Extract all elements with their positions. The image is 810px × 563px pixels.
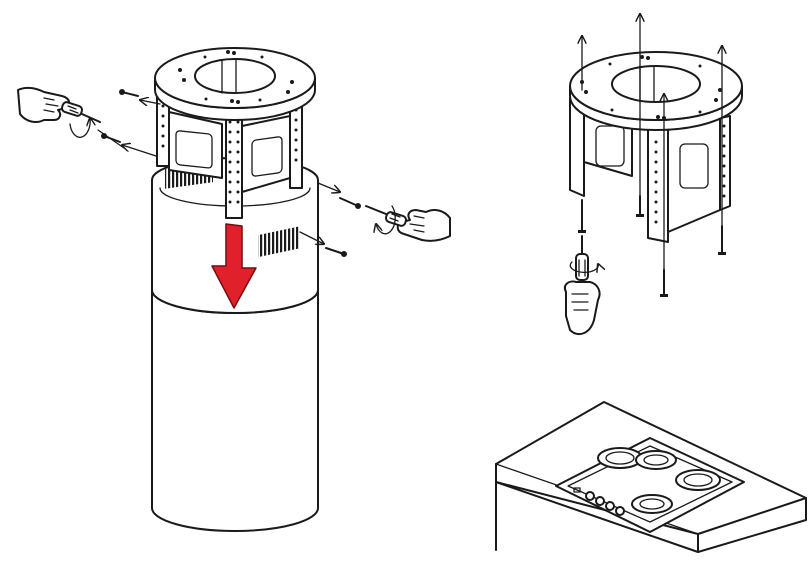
- screw-icon: [718, 225, 726, 255]
- screw-icon: [660, 269, 668, 297]
- arrow-left-top: [140, 100, 161, 104]
- screw-left-top: [119, 89, 139, 97]
- hand-with-screwdriver-icon: [564, 235, 601, 336]
- cooktop: [555, 437, 745, 533]
- screw-right-top: [339, 197, 361, 209]
- chimney-assembly: [17, 47, 451, 532]
- hand-with-screwdriver-icon: [17, 86, 101, 123]
- rotate-arrow-icon: [376, 205, 396, 235]
- hand-with-screwdriver-icon: [365, 205, 451, 242]
- rotate-arrow-icon: [69, 118, 90, 138]
- lower-chimney: [151, 289, 319, 532]
- burner: [675, 469, 721, 491]
- arrow-right-low: [299, 231, 324, 244]
- bracket-holes: [161, 104, 298, 204]
- down-arrow-icon: [211, 223, 257, 309]
- screw-icon: [578, 199, 586, 233]
- vent-slots-right: [258, 226, 300, 258]
- control-knobs: [573, 487, 625, 516]
- rotate-arrow-icon: [569, 261, 598, 272]
- bracket-fixing-step: [564, 14, 743, 336]
- arrow-left-mid: [122, 145, 157, 157]
- cooktop-counter: [495, 401, 807, 553]
- arrow-right-top: [317, 182, 340, 192]
- burner: [635, 450, 677, 470]
- burner: [631, 494, 673, 514]
- screw-icon: [636, 195, 644, 217]
- screw-right-low: [325, 247, 347, 257]
- top-mounting-ring: [154, 47, 316, 121]
